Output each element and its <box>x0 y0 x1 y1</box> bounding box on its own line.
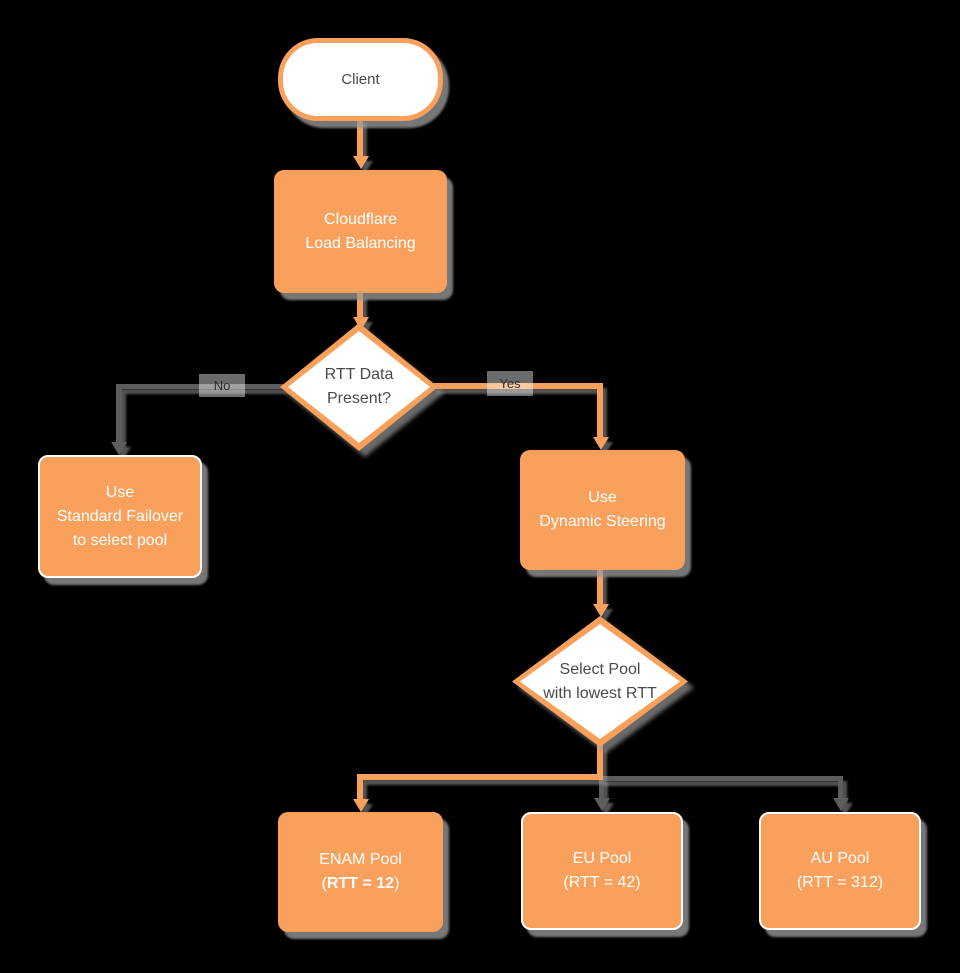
load-balancing-node: Cloudflare Load Balancing <box>274 170 447 293</box>
edge-segment <box>838 776 843 800</box>
arrowhead <box>111 442 127 455</box>
edge-segment <box>357 774 603 780</box>
edge-segment <box>597 744 603 778</box>
au-pool-node: AU Pool (RTT = 312) <box>759 812 921 930</box>
dynamic-steering-label: Use Dynamic Steering <box>539 489 666 530</box>
standard-failover-label: Use Standard Failover to select pool <box>56 483 184 549</box>
edge-segment <box>597 383 603 439</box>
au-pool-label: AU Pool (RTT = 312) <box>796 850 884 891</box>
enam-pool-label: ENAM Pool (RTT = 12) <box>319 848 402 896</box>
eu-pool-label: EU Pool (RTT = 42) <box>563 850 641 891</box>
dynamic-steering-node: Use Dynamic Steering <box>520 450 685 570</box>
arrowhead <box>593 437 609 450</box>
select-pool-diamond: Select Pool with lowest RTT <box>512 616 688 747</box>
enam-rtt-paren-close: ) <box>394 875 400 892</box>
arrowhead <box>833 798 849 811</box>
edge-segment <box>432 383 603 389</box>
edge-segment <box>600 776 842 781</box>
load-balancing-label: Cloudflare Load Balancing <box>305 210 416 252</box>
edge-segment <box>116 384 122 448</box>
edge-segment <box>597 570 603 606</box>
client-node: Client <box>278 38 443 121</box>
rtt-decision-label: RTT Data Present? <box>324 366 394 407</box>
arrowhead <box>353 156 369 169</box>
arrowhead <box>593 604 609 617</box>
enam-rtt-value: RTT = 12 <box>326 875 395 892</box>
client-label: Client <box>341 70 380 88</box>
edge-segment <box>599 778 604 800</box>
edge-segment <box>357 774 363 800</box>
select-pool-label: Select Pool with lowest RTT <box>543 660 657 702</box>
enam-pool-node: ENAM Pool (RTT = 12) <box>278 812 443 932</box>
eu-pool-node: EU Pool (RTT = 42) <box>521 812 683 930</box>
rtt-decision-diamond: RTT Data Present? <box>280 323 438 451</box>
edge-segment <box>118 384 288 389</box>
edge-segment <box>357 118 363 158</box>
no-edge-label: No <box>199 374 245 397</box>
arrowhead <box>594 798 610 811</box>
enam-pool-name: ENAM Pool <box>319 851 402 868</box>
arrowhead <box>353 799 369 812</box>
yes-edge-label: Yes <box>487 371 533 396</box>
standard-failover-node: Use Standard Failover to select pool <box>38 455 202 578</box>
enam-rtt-paren-open: ( <box>321 875 327 892</box>
edge-segment <box>357 293 363 319</box>
